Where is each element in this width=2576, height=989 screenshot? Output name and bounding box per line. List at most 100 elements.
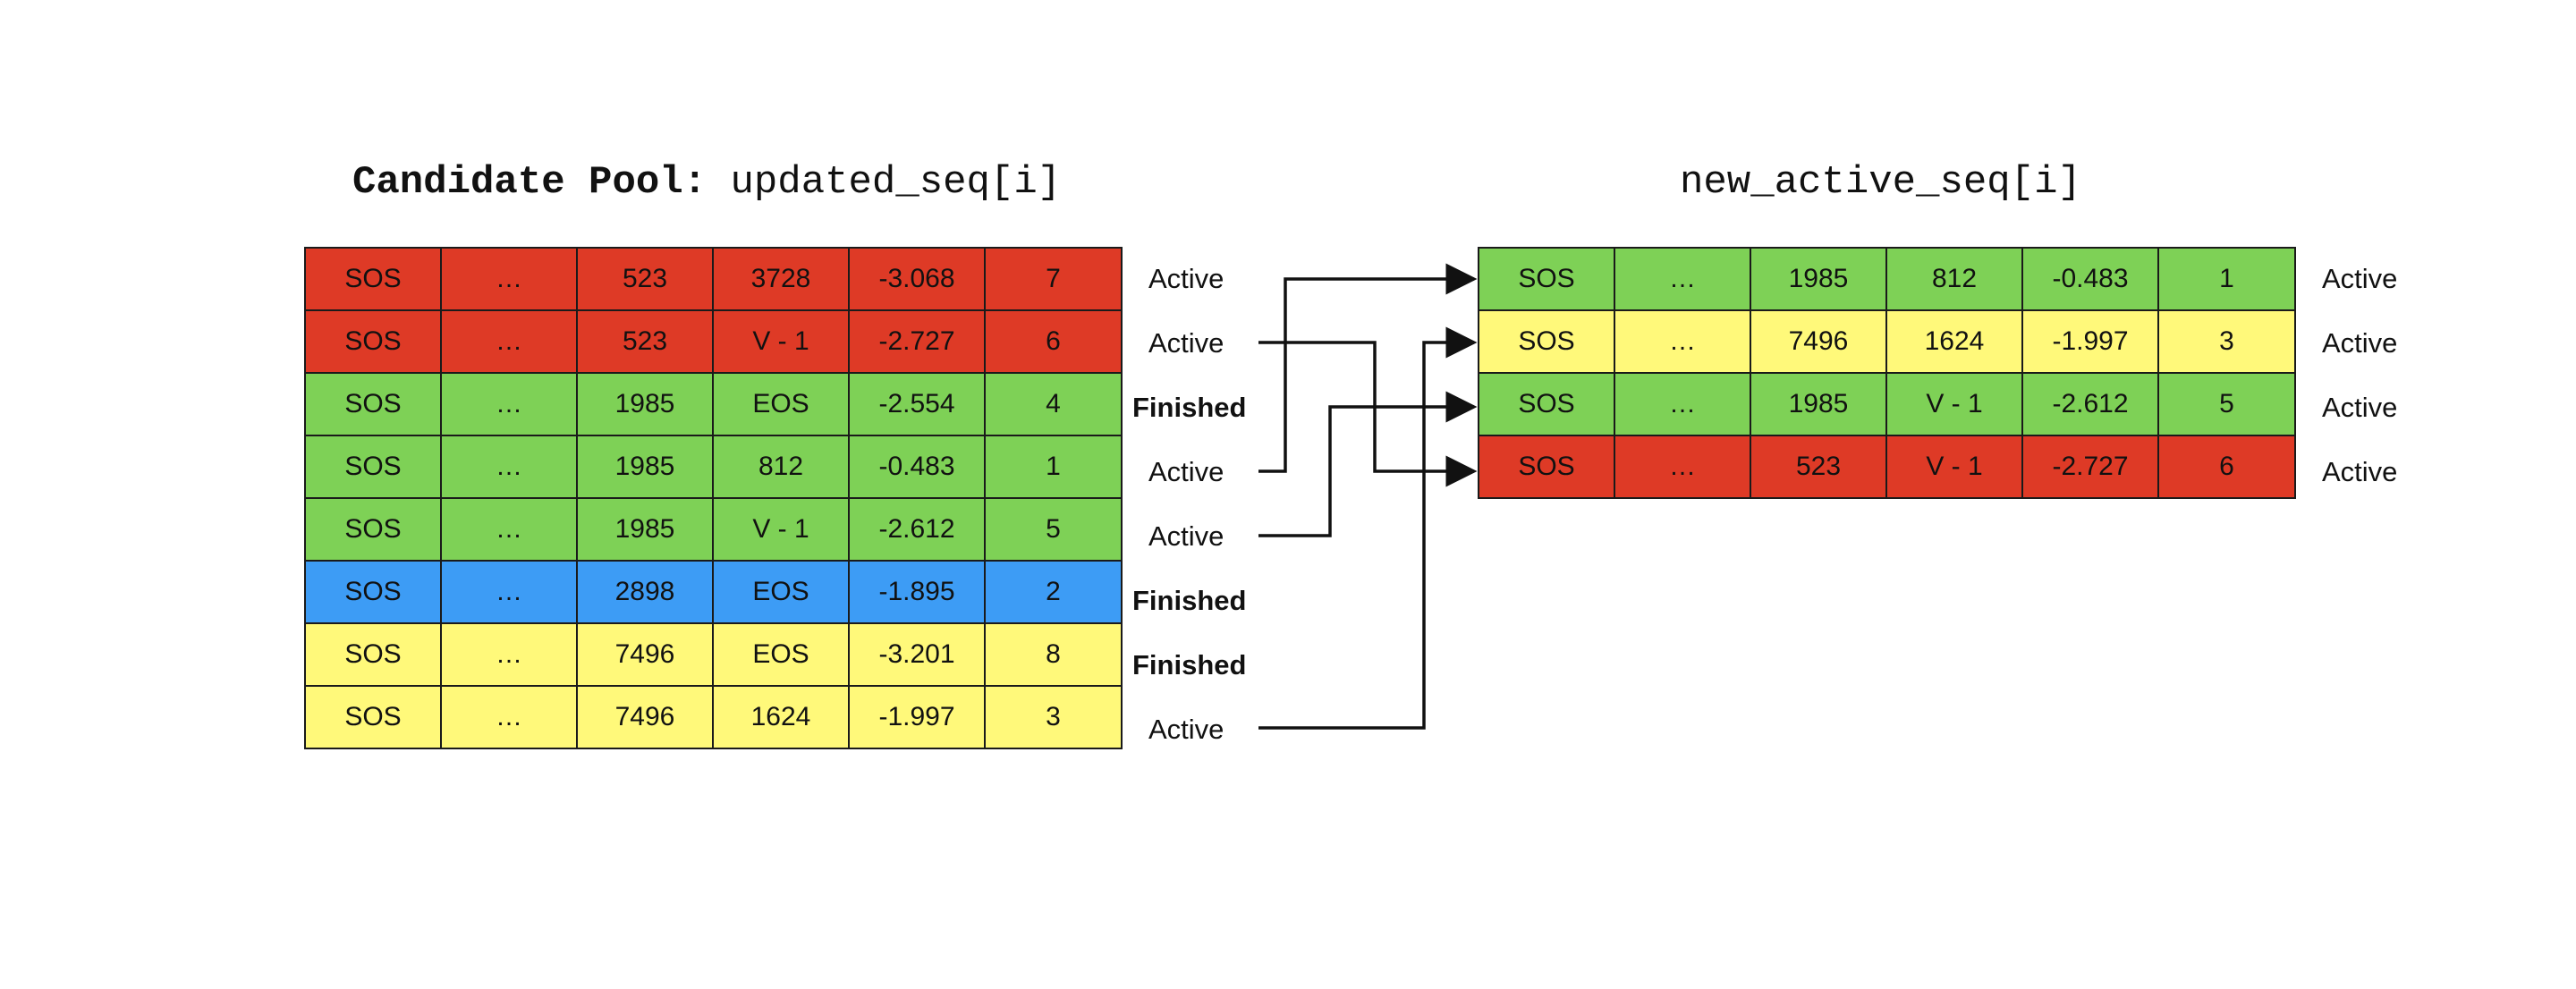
new-active-cell: … (1614, 309, 1751, 374)
candidate-pool-status-label: Finished (1132, 649, 1247, 680)
candidate-pool-cell: -3.201 (848, 622, 986, 687)
new-active-cell: 1985 (1750, 372, 1887, 436)
new-active-cell: 3 (2157, 309, 2296, 374)
new-active-status-label: Active (2322, 263, 2398, 294)
candidate-pool-cell: 6 (984, 309, 1123, 374)
candidate-pool-cell: … (440, 560, 578, 624)
new-active-cell: 5 (2157, 372, 2296, 436)
candidate-pool-cell: SOS (304, 247, 442, 311)
candidate-pool-title-variable: updated_seq[i] (730, 160, 1062, 205)
new-active-cell: -1.997 (2021, 309, 2159, 374)
new-active-cell: -2.727 (2021, 435, 2159, 499)
candidate-pool-cell: 1985 (576, 497, 714, 562)
new-active-cell: 7496 (1750, 309, 1887, 374)
new-active-title: new_active_seq[i] (1680, 160, 2081, 205)
new-active-cell: 523 (1750, 435, 1887, 499)
new-active-cell: 6 (2157, 435, 2296, 499)
new-active-cell: SOS (1478, 372, 1615, 436)
new-active-cell: 812 (1885, 247, 2023, 311)
candidate-pool-cell: V - 1 (712, 309, 850, 374)
new-active-status-label: Active (2322, 392, 2398, 423)
candidate-pool-cell: EOS (712, 622, 850, 687)
candidate-pool-cell: 1985 (576, 435, 714, 499)
new-active-cell: V - 1 (1885, 372, 2023, 436)
candidate-pool-cell: 1624 (712, 685, 850, 749)
candidate-pool-cell: 1 (984, 435, 1123, 499)
candidate-pool-cell: 3 (984, 685, 1123, 749)
candidate-pool-cell: 8 (984, 622, 1123, 687)
new-active-cell: V - 1 (1885, 435, 2023, 499)
new-active-cell: SOS (1478, 309, 1615, 374)
candidate-pool-cell: SOS (304, 372, 442, 436)
arrow-row8-to-new2 (1258, 326, 1478, 730)
candidate-pool-cell: … (440, 309, 578, 374)
candidate-pool-status-label: Active (1148, 714, 1224, 745)
candidate-pool-status-label: Active (1148, 327, 1224, 359)
new-active-status-label: Active (2322, 456, 2398, 487)
candidate-pool-cell: -1.997 (848, 685, 986, 749)
new-active-cell: 1 (2157, 247, 2296, 311)
arrow-row4-to-new1 (1258, 263, 1478, 473)
candidate-pool-cell: SOS (304, 497, 442, 562)
candidate-pool-cell: -3.068 (848, 247, 986, 311)
candidate-pool-cell: … (440, 497, 578, 562)
candidate-pool-cell: 523 (576, 309, 714, 374)
candidate-pool-cell: EOS (712, 560, 850, 624)
candidate-pool-title: Candidate Pool: updated_seq[i] (352, 154, 1061, 211)
candidate-pool-cell: -2.727 (848, 309, 986, 374)
candidate-pool-cell: 4 (984, 372, 1123, 436)
candidate-pool-title-label: Candidate Pool: (352, 160, 708, 205)
new-active-cell: SOS (1478, 247, 1615, 311)
new-active-cell: … (1614, 435, 1751, 499)
arrow-row2-to-new4 (1258, 341, 1478, 487)
candidate-pool-cell: SOS (304, 309, 442, 374)
candidate-pool-cell: … (440, 622, 578, 687)
candidate-pool-cell: SOS (304, 685, 442, 749)
new-active-cell: 1624 (1885, 309, 2023, 374)
new-active-cell: … (1614, 247, 1751, 311)
new-active-cell: -0.483 (2021, 247, 2159, 311)
candidate-pool-cell: … (440, 372, 578, 436)
candidate-pool-cell: SOS (304, 622, 442, 687)
candidate-pool-cell: -1.895 (848, 560, 986, 624)
candidate-pool-status-label: Finished (1132, 392, 1247, 423)
candidate-pool-status-label: Finished (1132, 585, 1247, 616)
candidate-pool-cell: -2.554 (848, 372, 986, 436)
new-active-cell: 1985 (1750, 247, 1887, 311)
candidate-pool-cell: SOS (304, 435, 442, 499)
new-active-status-label: Active (2322, 327, 2398, 359)
candidate-pool-status-label: Active (1148, 263, 1224, 294)
candidate-pool-status-label: Active (1148, 520, 1224, 552)
candidate-pool-cell: 1985 (576, 372, 714, 436)
candidate-pool-cell: 812 (712, 435, 850, 499)
candidate-pool-cell: EOS (712, 372, 850, 436)
candidate-pool-cell: 2 (984, 560, 1123, 624)
new-active-cell: -2.612 (2021, 372, 2159, 436)
candidate-pool-cell: 523 (576, 247, 714, 311)
candidate-pool-cell: 3728 (712, 247, 850, 311)
new-active-cell: SOS (1478, 435, 1615, 499)
candidate-pool-status-label: Active (1148, 456, 1224, 487)
candidate-pool-cell: 2898 (576, 560, 714, 624)
candidate-pool-cell: … (440, 247, 578, 311)
candidate-pool-cell: … (440, 685, 578, 749)
arrow-row5-to-new3 (1258, 391, 1478, 537)
candidate-pool-cell: 5 (984, 497, 1123, 562)
candidate-pool-cell: -2.612 (848, 497, 986, 562)
candidate-pool-cell: V - 1 (712, 497, 850, 562)
